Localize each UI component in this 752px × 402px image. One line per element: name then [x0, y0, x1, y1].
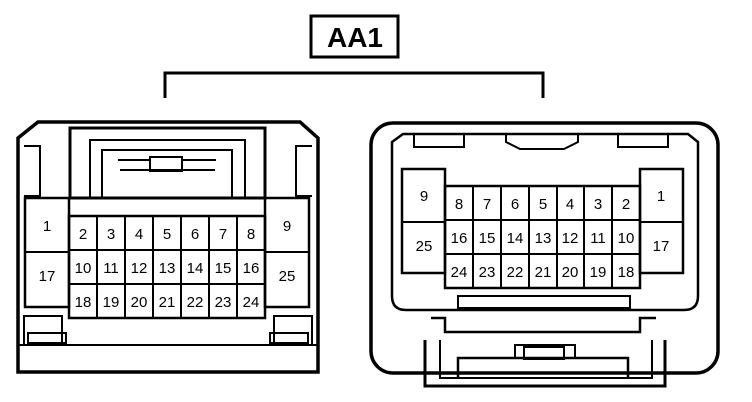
- left-pin-15: 15: [215, 260, 232, 277]
- left-connector: [16, 120, 320, 374]
- right-pin-2: 2: [622, 196, 630, 213]
- connector-title: AA1: [327, 22, 383, 53]
- left-pin-1: 1: [43, 218, 51, 235]
- right-pin-22: 22: [507, 264, 524, 281]
- left-pin-16: 16: [243, 260, 260, 277]
- right-pin-1: 1: [657, 188, 665, 205]
- left-pin-25: 25: [279, 268, 296, 285]
- left-pin-12: 12: [131, 260, 148, 277]
- left-pin-5: 5: [163, 226, 171, 243]
- right-pin-15: 15: [479, 230, 496, 247]
- left-pin-3: 3: [107, 226, 115, 243]
- right-pin-6: 6: [511, 196, 519, 213]
- left-pin-8: 8: [247, 226, 255, 243]
- left-pin-6: 6: [191, 226, 199, 243]
- right-pin-14: 14: [507, 230, 524, 247]
- right-pin-12: 12: [562, 230, 579, 247]
- left-pin-4: 4: [135, 226, 143, 243]
- right-housing-outline: [369, 121, 720, 375]
- title-box: [309, 14, 400, 59]
- right-pin-23: 23: [479, 264, 496, 281]
- left-pin-20: 20: [131, 294, 148, 311]
- left-pin-11: 11: [103, 260, 119, 277]
- left-pin-21: 21: [159, 294, 176, 311]
- right-pin-4: 4: [566, 196, 574, 213]
- left-pin-labels: 1 2 3 4 5 6 7 8 9 10 11 12 13 14 15 16 1…: [39, 218, 296, 311]
- left-pin-7: 7: [219, 226, 227, 243]
- left-housing-outline: [16, 120, 320, 374]
- right-pin-20: 20: [562, 264, 579, 281]
- right-pin-21: 21: [535, 264, 552, 281]
- right-pin-13: 13: [535, 230, 552, 247]
- left-pin-9: 9: [283, 218, 291, 235]
- connector-bracket: [163, 71, 545, 98]
- left-pin-10: 10: [75, 260, 92, 277]
- left-pin-19: 19: [103, 294, 120, 311]
- right-pin-3: 3: [594, 196, 602, 213]
- right-pin-9: 9: [420, 188, 428, 205]
- left-pin-22: 22: [187, 294, 204, 311]
- left-pin-23: 23: [215, 294, 232, 311]
- right-pin-labels: 1 2 3 4 5 6 7 8 9 10 11 12 13 14 15 16 1…: [416, 188, 670, 281]
- right-pin-8: 8: [455, 196, 463, 213]
- left-pin-17: 17: [39, 268, 56, 285]
- right-pin-5: 5: [539, 196, 547, 213]
- right-pin-11: 11: [590, 230, 606, 247]
- right-pin-18: 18: [618, 264, 635, 281]
- right-connector: [369, 121, 720, 388]
- right-pin-10: 10: [618, 230, 635, 247]
- right-pin-19: 19: [590, 264, 607, 281]
- left-pin-18: 18: [75, 294, 92, 311]
- left-pin-13: 13: [159, 260, 176, 277]
- right-pin-24: 24: [451, 264, 468, 281]
- right-pin-17: 17: [653, 238, 670, 255]
- left-pin-24: 24: [243, 294, 260, 311]
- left-pin-14: 14: [187, 260, 204, 277]
- right-pin-16: 16: [451, 230, 468, 247]
- right-pin-7: 7: [483, 196, 491, 213]
- right-pin-25: 25: [416, 238, 433, 255]
- left-latch: [68, 126, 267, 200]
- left-pin-2: 2: [79, 226, 87, 243]
